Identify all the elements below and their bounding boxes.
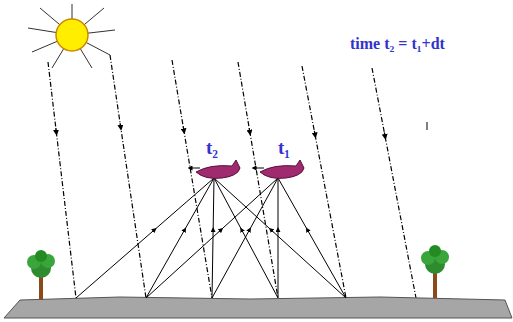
tick-mark — [427, 122, 428, 130]
aircraft — [190, 160, 240, 178]
aircraft — [254, 160, 304, 178]
time-label: t₁ — [278, 138, 290, 157]
time-label: t₂ — [206, 138, 218, 157]
tree — [421, 245, 449, 298]
sun-rays — [48, 55, 416, 298]
tree — [27, 250, 55, 300]
ground — [4, 297, 512, 318]
sun — [28, 4, 115, 68]
time-note: time t₂ = t₁+dt — [350, 36, 445, 52]
reflected-rays — [76, 178, 346, 298]
